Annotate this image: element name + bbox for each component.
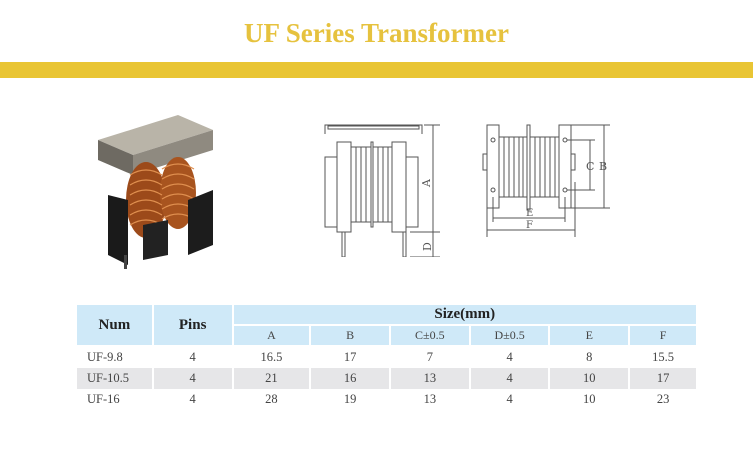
dim-label-f: F — [526, 220, 533, 231]
cell-num: UF-10.5 — [75, 368, 154, 389]
dim-label-a: A — [420, 178, 433, 188]
dim-label-d: D — [421, 242, 434, 251]
cell-num: UF-16 — [75, 389, 154, 410]
cell-d: 4 — [468, 346, 551, 368]
cell-f: 15.5 — [628, 346, 698, 368]
dim-label-e: E — [526, 208, 533, 219]
side-view-drawing: A D — [324, 124, 440, 257]
cell-b: 17 — [309, 346, 391, 368]
cell-e: 10 — [548, 368, 631, 389]
cell-a: 16.5 — [231, 346, 312, 368]
size-table: Num Pins Size(mm) A B C±0.5 D±0.5 E F UF… — [75, 303, 699, 410]
header-f: F — [628, 324, 698, 347]
top-view-drawing: C B E F — [482, 124, 610, 237]
header-b: B — [309, 324, 391, 347]
cell-num: UF-9.8 — [75, 346, 154, 368]
header-size: Size(mm) — [231, 303, 699, 326]
cell-e: 8 — [548, 346, 631, 368]
table-row: UF-16 4 28 19 13 4 10 23 — [75, 389, 698, 410]
cell-pins: 4 — [151, 368, 234, 389]
dim-label-b: B — [599, 160, 607, 173]
cell-f: 23 — [628, 389, 698, 410]
cell-b: 19 — [309, 389, 391, 410]
header-a: A — [231, 324, 312, 347]
dim-label-c: C — [586, 160, 594, 173]
header-e: E — [548, 324, 631, 347]
cell-c: 7 — [388, 346, 471, 368]
cell-c: 13 — [388, 389, 471, 410]
cell-a: 21 — [231, 368, 312, 389]
cell-d: 4 — [468, 368, 551, 389]
header-c: C±0.5 — [388, 324, 471, 347]
cell-b: 16 — [309, 368, 391, 389]
header-num: Num — [75, 303, 154, 347]
cell-c: 13 — [388, 368, 471, 389]
cell-e: 10 — [548, 389, 631, 410]
page-title: UF Series Transformer — [244, 18, 509, 48]
table-row: UF-9.8 4 16.5 17 7 4 8 15.5 — [75, 346, 698, 368]
cell-a: 28 — [231, 389, 312, 410]
cell-d: 4 — [468, 389, 551, 410]
cell-pins: 4 — [151, 389, 234, 410]
table-row: UF-10.5 4 21 16 13 4 10 17 — [75, 368, 698, 389]
header-pins: Pins — [151, 303, 234, 347]
cell-f: 17 — [628, 368, 698, 389]
accent-bar — [0, 62, 753, 78]
transformer-photo — [98, 115, 213, 269]
header-d: D±0.5 — [468, 324, 551, 347]
cell-pins: 4 — [151, 346, 234, 368]
